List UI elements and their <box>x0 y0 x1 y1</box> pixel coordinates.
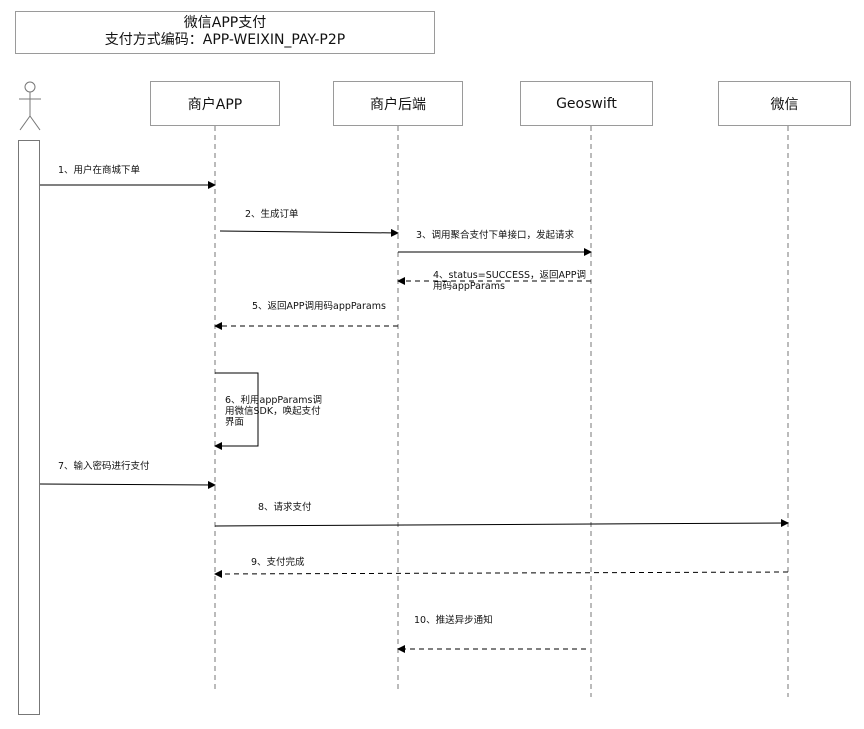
participant-merchant-backend-label: 商户后端 <box>370 96 426 113</box>
message-1-label: 1、用户在商城下单 <box>58 165 141 176</box>
diagram-title-box: 微信APP支付 支付方式编码：APP-WEIXIN_PAY-P2P <box>15 11 435 54</box>
message-10-label: 10、推送异步通知 <box>414 615 493 626</box>
participant-merchant-app: 商户APP <box>150 81 280 126</box>
message-8-label: 8、请求支付 <box>258 502 312 513</box>
message-7-label: 7、输入密码进行支付 <box>58 461 150 472</box>
diagram-title: 微信APP支付 <box>183 15 267 31</box>
message-6-self-arrow <box>214 372 259 450</box>
participant-geoswift-label: Geoswift <box>556 95 617 112</box>
participant-wechat-label: 微信 <box>770 96 799 113</box>
user-actor-icon <box>19 81 41 131</box>
message-7-arrow <box>39 480 216 489</box>
participant-geoswift: Geoswift <box>520 81 653 126</box>
message-9-label: 9、支付完成 <box>251 557 305 568</box>
message-8-arrow <box>214 519 789 528</box>
participant-wechat: 微信 <box>718 81 851 126</box>
participant-merchant-backend: 商户后端 <box>333 81 463 126</box>
message-9-arrow <box>214 569 789 578</box>
message-5-label: 5、返回APP调用码appParams <box>252 301 386 312</box>
diagram-subtitle: 支付方式编码：APP-WEIXIN_PAY-P2P <box>104 32 346 48</box>
message-2-arrow <box>219 228 399 237</box>
user-activation-bar <box>18 140 40 715</box>
message-3-label: 3、调用聚合支付下单接口，发起请求 <box>416 230 575 241</box>
message-6-label: 6、利用appParams调用微信SDK，唤起支付界面 <box>225 395 322 428</box>
message-2-label: 2、生成订单 <box>245 209 299 220</box>
message-4-label: 4、status=SUCCESS，返回APP调用码appParams <box>433 270 586 292</box>
participant-merchant-app-label: 商户APP <box>187 96 243 113</box>
